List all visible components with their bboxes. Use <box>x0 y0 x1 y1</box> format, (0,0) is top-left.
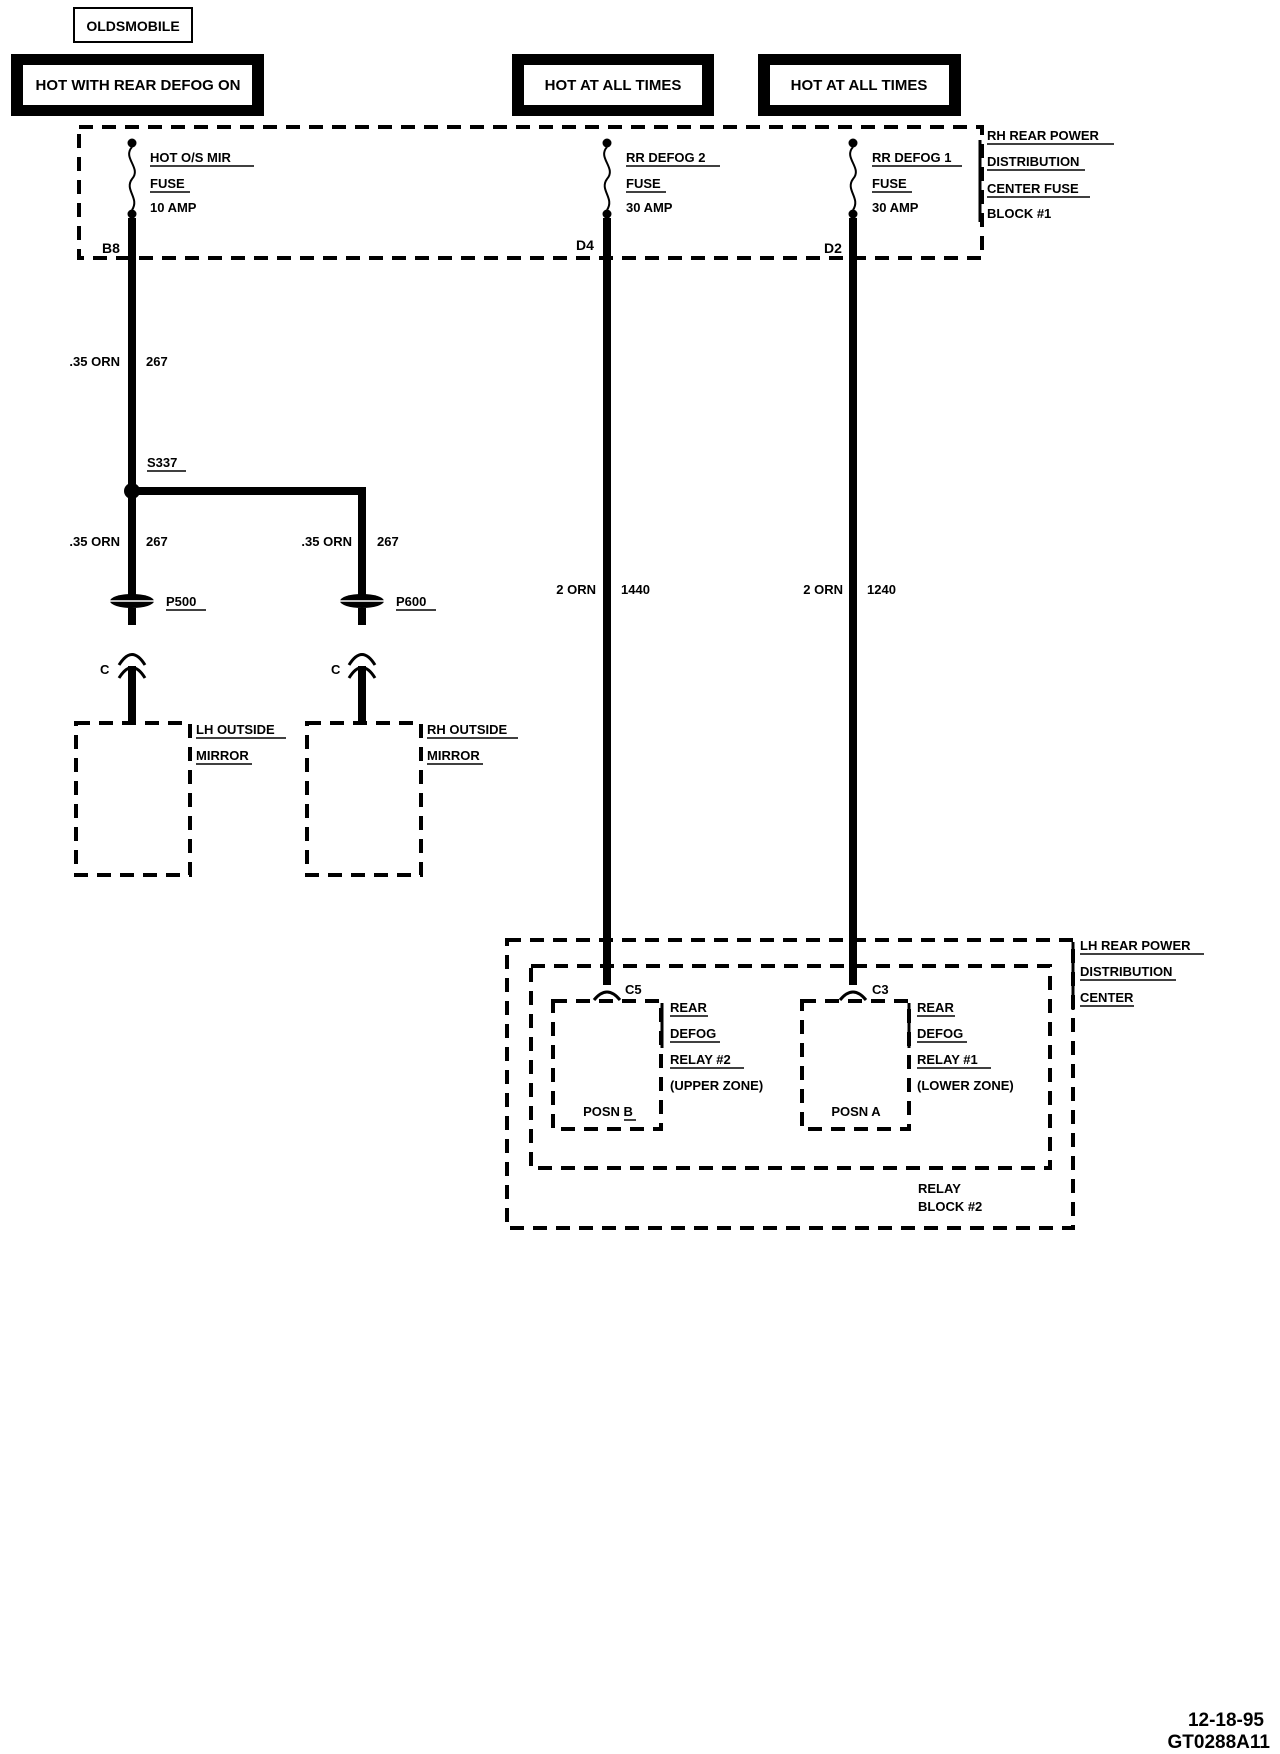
svg-text:DEFOG: DEFOG <box>917 1026 963 1041</box>
svg-text:RH OUTSIDE: RH OUTSIDE <box>427 722 508 737</box>
svg-text:REAR: REAR <box>670 1000 707 1015</box>
svg-text:CENTER: CENTER <box>1080 990 1134 1005</box>
svg-text:267: 267 <box>377 534 399 549</box>
svg-text:DISTRIBUTION: DISTRIBUTION <box>987 154 1079 169</box>
svg-text:FUSE: FUSE <box>872 176 907 191</box>
svg-text:POSN B: POSN B <box>583 1104 633 1119</box>
svg-text:LH OUTSIDE: LH OUTSIDE <box>196 722 275 737</box>
splice-s337: S337 <box>124 455 366 595</box>
svg-text:30 AMP: 30 AMP <box>872 200 919 215</box>
fuse-rr-defog-1: RR DEFOG 1 FUSE 30 AMP D2 <box>824 138 962 258</box>
power-label-defog2: HOT AT ALL TIMES <box>512 54 714 116</box>
relay-center-label: LH REAR POWER DISTRIBUTION CENTER <box>1071 938 1204 1010</box>
rh-outside-mirror: RH OUTSIDE MIRROR <box>305 721 518 877</box>
svg-text:P600: P600 <box>396 594 426 609</box>
wire-defog-1: 2 ORN 1240 <box>803 258 896 985</box>
svg-text:S337: S337 <box>147 455 177 470</box>
svg-text:267: 267 <box>146 354 168 369</box>
svg-text:D2: D2 <box>824 240 842 256</box>
lh-outside-mirror: LH OUTSIDE MIRROR <box>74 721 286 877</box>
svg-text:DISTRIBUTION: DISTRIBUTION <box>1080 964 1172 979</box>
svg-text:HOT AT ALL TIMES: HOT AT ALL TIMES <box>791 77 928 94</box>
fuse-rr-defog-2: RR DEFOG 2 FUSE 30 AMP D4 <box>576 138 720 258</box>
svg-text:GT0288A11: GT0288A11 <box>1168 1732 1271 1753</box>
svg-text:12-18-95: 12-18-95 <box>1188 1710 1264 1731</box>
footer-code: 12-18-95 GT0288A11 <box>1168 1710 1271 1753</box>
wire-lh-branch: .35 ORN 267 <box>69 491 168 595</box>
fuse-block-label: RH REAR POWER DISTRIBUTION CENTER FUSE B… <box>978 128 1114 222</box>
svg-text:C: C <box>331 662 341 677</box>
power-label-mirror: HOT WITH REAR DEFOG ON <box>11 54 264 116</box>
svg-text:RELAY #1: RELAY #1 <box>917 1052 978 1067</box>
svg-text:(LOWER ZONE): (LOWER ZONE) <box>917 1078 1014 1093</box>
svg-text:2 ORN: 2 ORN <box>556 582 596 597</box>
svg-text:P500: P500 <box>166 594 196 609</box>
brand-label: OLDSMOBILE <box>73 7 193 43</box>
fuse-hot-os-mir: HOT O/S MIR FUSE 10 AMP B8 <box>102 138 254 258</box>
svg-text:HOT O/S MIR: HOT O/S MIR <box>150 150 232 165</box>
svg-text:HOT WITH REAR DEFOG ON: HOT WITH REAR DEFOG ON <box>36 77 241 94</box>
svg-text:(UPPER ZONE): (UPPER ZONE) <box>670 1078 763 1093</box>
relay-center-outline <box>505 938 1075 1230</box>
svg-text:.35 ORN: .35 ORN <box>69 534 120 549</box>
svg-text:FUSE: FUSE <box>150 176 185 191</box>
svg-text:RELAY: RELAY <box>918 1181 961 1196</box>
svg-text:REAR: REAR <box>917 1000 954 1015</box>
svg-text:D4: D4 <box>576 237 594 253</box>
power-label-defog1: HOT AT ALL TIMES <box>758 54 961 116</box>
svg-text:RH REAR POWER: RH REAR POWER <box>987 128 1100 143</box>
svg-text:C: C <box>100 662 110 677</box>
svg-text:.35 ORN: .35 ORN <box>69 354 120 369</box>
wire-defog-2: 2 ORN 1440 <box>556 258 650 985</box>
svg-text:MIRROR: MIRROR <box>427 748 480 763</box>
wire-mirror-feed: .35 ORN 267 <box>69 258 168 490</box>
connector-p600: P600 <box>338 594 436 625</box>
svg-text:RR DEFOG 1: RR DEFOG 1 <box>872 150 951 165</box>
svg-text:DEFOG: DEFOG <box>670 1026 716 1041</box>
connector-p600-terminal: C <box>331 653 377 725</box>
svg-text:RR DEFOG 2: RR DEFOG 2 <box>626 150 705 165</box>
svg-text:B8: B8 <box>102 240 120 256</box>
svg-text:LH REAR POWER: LH REAR POWER <box>1080 938 1191 953</box>
connector-p500: P500 <box>108 594 206 625</box>
svg-text:BLOCK #2: BLOCK #2 <box>918 1199 982 1214</box>
svg-text:OLDSMOBILE: OLDSMOBILE <box>86 18 179 34</box>
svg-text:POSN A: POSN A <box>831 1104 881 1119</box>
svg-text:.35 ORN: .35 ORN <box>301 534 352 549</box>
svg-text:HOT AT ALL TIMES: HOT AT ALL TIMES <box>545 77 682 94</box>
svg-text:BLOCK #1: BLOCK #1 <box>987 206 1051 221</box>
svg-text:30 AMP: 30 AMP <box>626 200 673 215</box>
svg-text:267: 267 <box>146 534 168 549</box>
svg-text:C5: C5 <box>625 982 642 997</box>
svg-text:2 ORN: 2 ORN <box>803 582 843 597</box>
svg-text:MIRROR: MIRROR <box>196 748 249 763</box>
svg-text:10 AMP: 10 AMP <box>150 200 197 215</box>
svg-text:CENTER FUSE: CENTER FUSE <box>987 181 1079 196</box>
connector-p500-terminal: C <box>100 653 147 725</box>
relay-rear-defog-1: C3 POSN A REAR DEFOG RELAY #1 (LOWER ZON… <box>800 982 1014 1131</box>
svg-text:1440: 1440 <box>621 582 650 597</box>
fuse-block-outline <box>77 125 984 260</box>
relay-rear-defog-2: C5 POSN B REAR DEFOG RELAY #2 (UPPER ZON… <box>551 982 763 1131</box>
svg-text:FUSE: FUSE <box>626 176 661 191</box>
svg-text:RELAY #2: RELAY #2 <box>670 1052 731 1067</box>
wire-rh-branch: .35 ORN 267 <box>301 534 398 549</box>
svg-text:C3: C3 <box>872 982 889 997</box>
relay-block-label: RELAY BLOCK #2 <box>918 1181 982 1214</box>
svg-text:1240: 1240 <box>867 582 896 597</box>
